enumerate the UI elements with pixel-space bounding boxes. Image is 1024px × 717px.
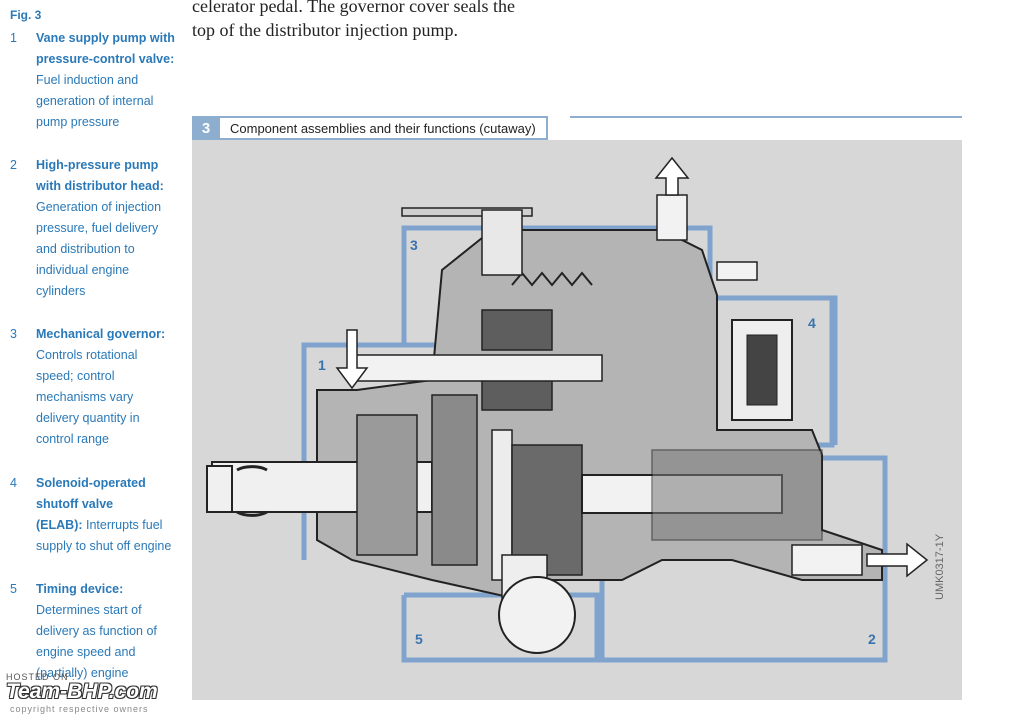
return-outlet — [656, 194, 688, 241]
caption-item-desc: Determines start of delivery as function… — [36, 603, 157, 680]
watermark-copyright: copyright respective owners — [10, 704, 149, 714]
figure-header-rule — [570, 116, 962, 118]
caption-item-title: Solenoid-operated shutoff valve — [36, 476, 146, 511]
return-outlet-arrow — [654, 156, 690, 196]
rotation-arrow-lower — [236, 510, 268, 517]
region-label-2: 2 — [868, 631, 876, 647]
caption-item-desc: Controls rotational speed; control mecha… — [36, 348, 140, 446]
watermark-brand-logo: Team-BHP.com — [6, 680, 158, 703]
watermark: HOSTED ON : Team-BHP.com copyright respe… — [4, 672, 234, 716]
governor-shaft — [351, 354, 603, 382]
shaft-hex — [206, 465, 233, 513]
caption-item-desc: Generation of injection pressure, fuel d… — [36, 200, 162, 298]
caption-item-title: Mechanical governor: — [36, 327, 166, 341]
figure-title: Component assemblies and their functions… — [220, 116, 548, 140]
caption-item-desc: Interrupts fuel supply to shut off engin… — [36, 518, 172, 553]
region-label-3: 3 — [410, 237, 418, 253]
delivery-arrow — [866, 542, 929, 578]
governor-cover-top — [401, 207, 533, 217]
caption-item-4: 4 Solenoid-operated shutoff valve (ELAB)… — [10, 473, 175, 557]
timing-device-bore — [498, 576, 576, 654]
vane-pump — [356, 414, 418, 556]
caption-item-title: Timing device: — [36, 582, 124, 596]
region-label-4: 4 — [808, 315, 816, 331]
region-label-5: 5 — [415, 631, 423, 647]
fuel-inlet-arrow — [335, 329, 369, 390]
caption-item-3: 3 Mechanical governor: Controls rotation… — [10, 324, 175, 450]
caption-item-5: 5 Timing device: Determines start of del… — [10, 579, 175, 684]
cam-plate-block — [431, 394, 478, 566]
governor-spring — [511, 271, 593, 287]
solenoid-core — [746, 334, 778, 406]
caption-item-title-extra: (ELAB): — [36, 518, 83, 532]
pump-body — [206, 194, 883, 654]
delivery-valve — [791, 544, 863, 576]
body-text-line-2: top of the distributor injection pump. — [192, 20, 458, 40]
figure-caption-column: Fig. 3 1 Vane supply pump with pressure-… — [0, 0, 180, 717]
region-outline-3 — [401, 225, 838, 445]
rotation-arrow-upper — [236, 465, 268, 472]
body-text: celerator pedal. The governor cover seal… — [192, 0, 572, 42]
body-text-line-1: celerator pedal. The governor cover seal… — [192, 0, 516, 16]
figure-number: 3 — [192, 116, 220, 140]
pump-cutaway-drawing — [206, 156, 929, 663]
drawing-code: UMK0317-1Y — [934, 533, 946, 600]
adjust-screw — [716, 261, 758, 281]
lever-tower — [481, 209, 523, 276]
caption-item-1: 1 Vane supply pump with pressure-control… — [10, 28, 175, 133]
region-label-1: 1 — [318, 357, 326, 373]
flyweight-upper — [481, 309, 553, 351]
flow-arrows — [236, 156, 929, 578]
caption-item-title: Vane supply pump with pressure-control v… — [36, 31, 175, 66]
caption-item-title: High-pressure pump with distributor head… — [36, 158, 164, 193]
caption-item-2: 2 High-pressure pump with distributor he… — [10, 155, 175, 302]
distributor-head — [651, 449, 823, 541]
roller-ring — [511, 444, 583, 576]
fig-label: Fig. 3 — [10, 8, 42, 22]
watermark-hosted: HOSTED ON : — [6, 672, 76, 682]
caption-item-desc: Fuel induction and generation of interna… — [36, 73, 154, 129]
figure-header: 3 Component assemblies and their functio… — [192, 116, 548, 140]
